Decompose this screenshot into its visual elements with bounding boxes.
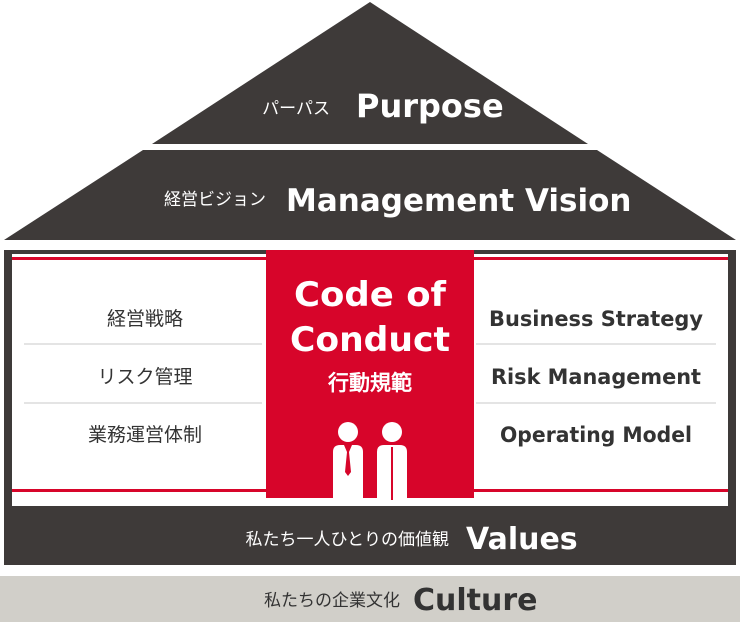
purpose-roof <box>152 2 588 144</box>
two-people-icon <box>333 422 407 500</box>
code-of-conduct-line2: Conduct <box>290 320 450 360</box>
right-item-business-strategy: Business Strategy <box>489 307 703 331</box>
purpose-label-jp: パーパス <box>262 99 330 119</box>
code-of-conduct-line1: Code of <box>294 275 447 315</box>
right-item-risk-management: Risk Management <box>491 365 701 389</box>
values-label-jp: 私たち一人ひとりの価値観 <box>246 530 450 550</box>
values-label-en: Values <box>466 522 578 557</box>
code-of-conduct-panel <box>266 250 474 498</box>
left-item-risk-management: リスク管理 <box>97 366 192 388</box>
code-of-conduct-jp: 行動規範 <box>327 371 412 395</box>
culture-label-en: Culture <box>413 583 538 618</box>
vision-label-jp: 経営ビジョン <box>164 190 266 210</box>
left-item-business-strategy: 経営戦略 <box>107 308 183 330</box>
left-item-operating-model: 業務運営体制 <box>88 424 202 446</box>
values-bar <box>4 512 736 565</box>
culture-label-jp: 私たちの企業文化 <box>264 591 400 611</box>
vision-roof <box>4 150 736 240</box>
culture-bar <box>0 576 740 622</box>
right-item-operating-model: Operating Model <box>500 423 692 447</box>
purpose-label-en: Purpose <box>356 87 504 125</box>
vision-label-en: Management Vision <box>286 183 632 219</box>
